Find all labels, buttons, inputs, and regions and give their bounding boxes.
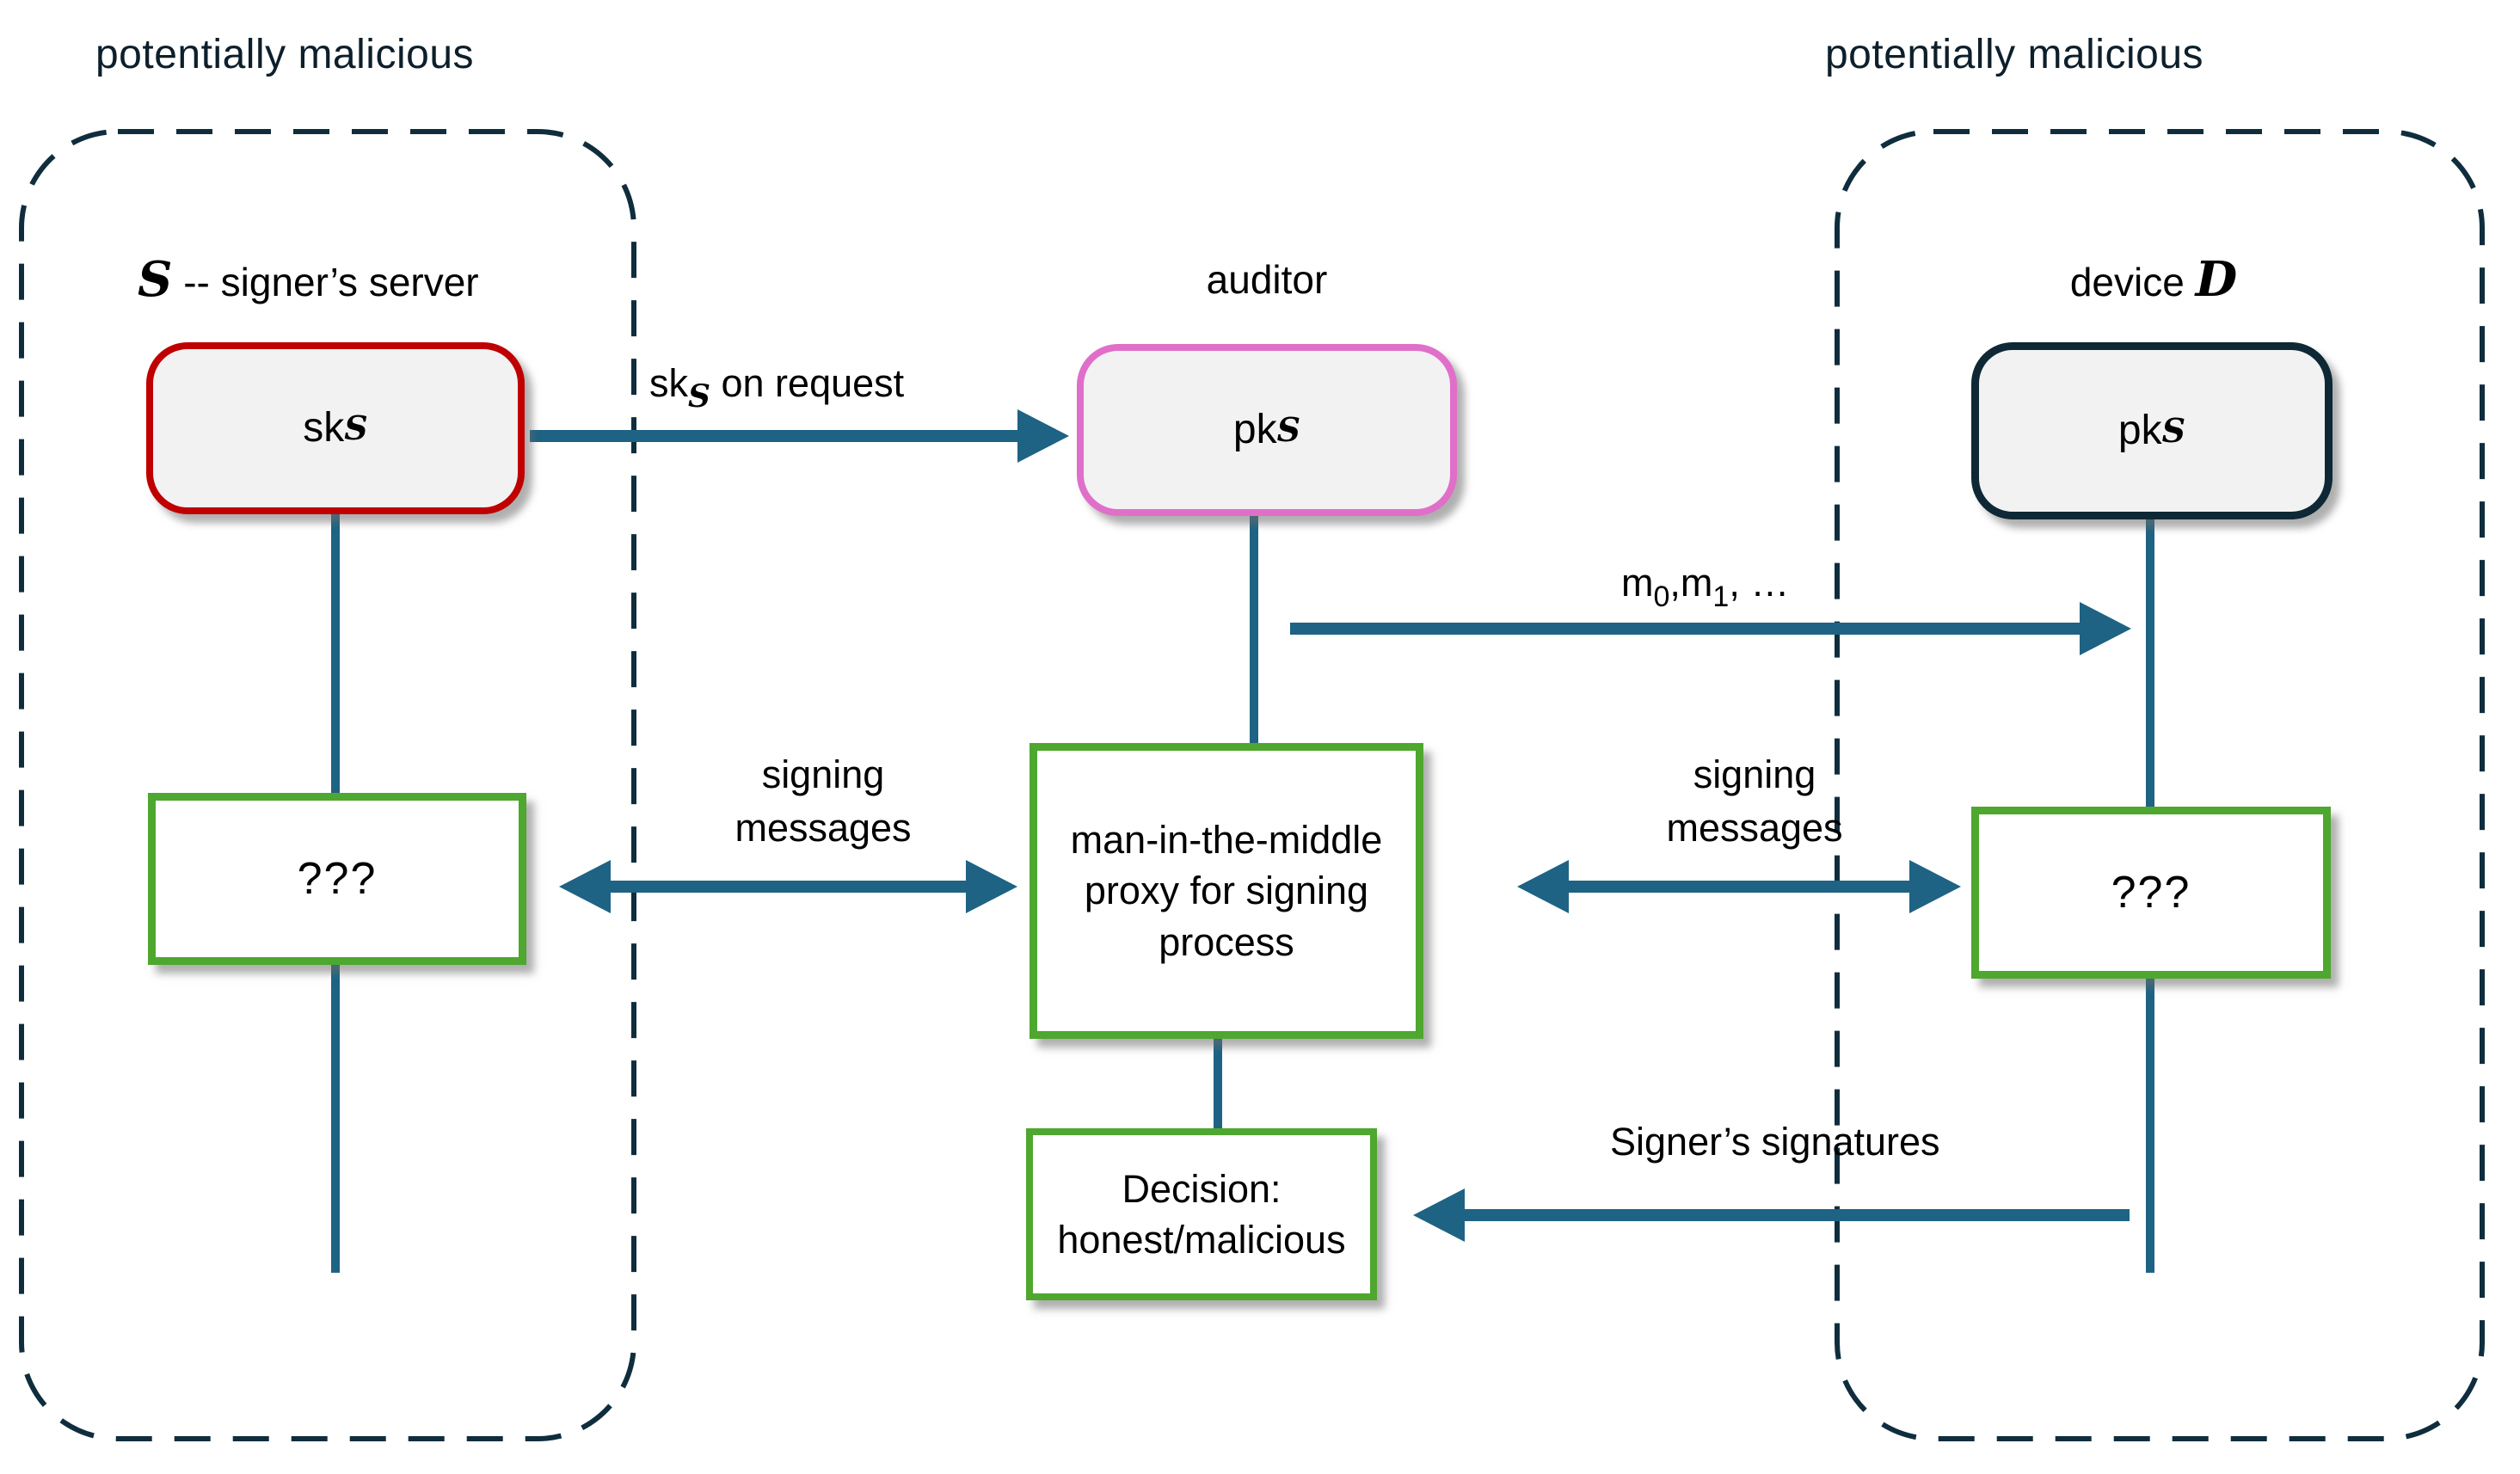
pk-auditor-label: pk bbox=[1232, 407, 1277, 453]
pk-device-subscript: S bbox=[2161, 410, 2186, 450]
sk-on-request-base: sk bbox=[649, 361, 688, 405]
pk-device-label: pk bbox=[2117, 408, 2162, 454]
messages-sub1: 1 bbox=[1712, 580, 1730, 613]
arrowhead-right-icon bbox=[2080, 602, 2131, 655]
arrowhead-right-icon bbox=[1017, 409, 1069, 463]
arrowhead-right-icon bbox=[966, 860, 1017, 913]
unknown-right-box: ??? bbox=[1971, 807, 2331, 979]
script-s-letter: S bbox=[138, 251, 173, 308]
right-dashed-boundary bbox=[1835, 129, 2485, 1441]
device-title: device D bbox=[1939, 251, 2369, 308]
arrowhead-left-icon bbox=[1517, 860, 1569, 913]
signing-messages-right-label: signing messages bbox=[1666, 752, 1843, 851]
sk-on-request-label: skS on request bbox=[649, 361, 904, 415]
mitm-proxy-box: man-in-the-middle proxy for signing proc… bbox=[1030, 743, 1423, 1039]
sk-on-request-subscript: S bbox=[688, 378, 710, 415]
left-region-tag: potentially malicious bbox=[95, 32, 475, 77]
left-dashed-boundary bbox=[19, 129, 636, 1441]
arrowhead-left-icon bbox=[1413, 1188, 1465, 1242]
pk-auditor-subscript: S bbox=[1276, 409, 1301, 449]
messages-label: m0,m1, … bbox=[1621, 561, 1789, 614]
signing-messages-left-label: signing messages bbox=[734, 752, 912, 851]
device-title-text: device bbox=[2069, 260, 2196, 304]
script-d-letter: D bbox=[2195, 251, 2238, 308]
signer-server-title-text: -- signer’s server bbox=[172, 260, 479, 304]
sk-on-request-rest: on request bbox=[710, 361, 905, 405]
auditor-title: auditor bbox=[1206, 257, 1328, 302]
right-region-tag: potentially malicious bbox=[1824, 32, 2204, 77]
unknown-left-box: ??? bbox=[148, 793, 526, 965]
messages-sub0: 0 bbox=[1653, 580, 1670, 613]
arrowhead-right-icon bbox=[1909, 860, 1961, 913]
messages-ellipsis: , … bbox=[1729, 561, 1790, 605]
sk-label: sk bbox=[303, 405, 345, 451]
messages-m1: ,m bbox=[1669, 561, 1713, 605]
decision-box: Decision: honest/malicious bbox=[1026, 1128, 1377, 1300]
signatures-label: Signer’s signatures bbox=[1610, 1120, 1940, 1164]
messages-m0: m bbox=[1621, 561, 1654, 605]
sk-subscript: S bbox=[344, 408, 368, 447]
signer-server-title: S -- signer’s server bbox=[138, 251, 479, 308]
arrowhead-left-icon bbox=[559, 860, 611, 913]
